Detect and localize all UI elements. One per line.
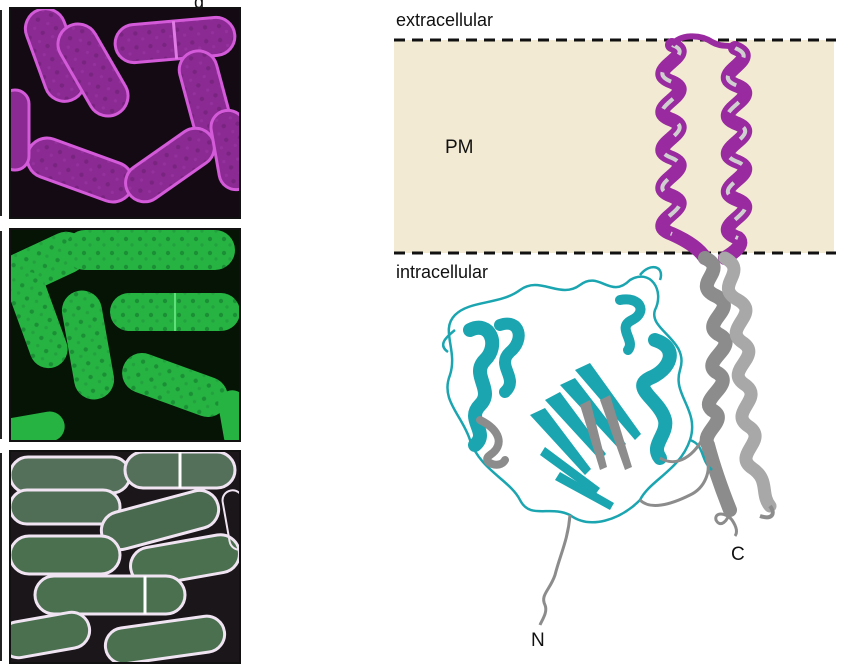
left-edge-marks [0,10,2,661]
c-terminus-label: C [731,544,745,565]
intracellular-label: intracellular [396,262,488,282]
n-terminal-tail [538,514,572,626]
micrograph-merge [9,450,241,664]
coiled-coil-helices [698,251,777,537]
membrane-label: PM [445,137,474,158]
membrane-schematic: extracellular PM intracellular [394,10,836,282]
cropped-top-label: g [194,0,204,12]
micrograph-green [9,228,241,442]
n-terminus-label: N [531,630,545,651]
plasma-membrane-band [394,40,834,253]
micrograph-magenta [9,7,241,219]
cytoplasmic-domain [441,265,713,524]
transmembrane-helices [655,33,753,265]
extracellular-label: extracellular [396,10,493,30]
beta-sheet [530,363,641,510]
